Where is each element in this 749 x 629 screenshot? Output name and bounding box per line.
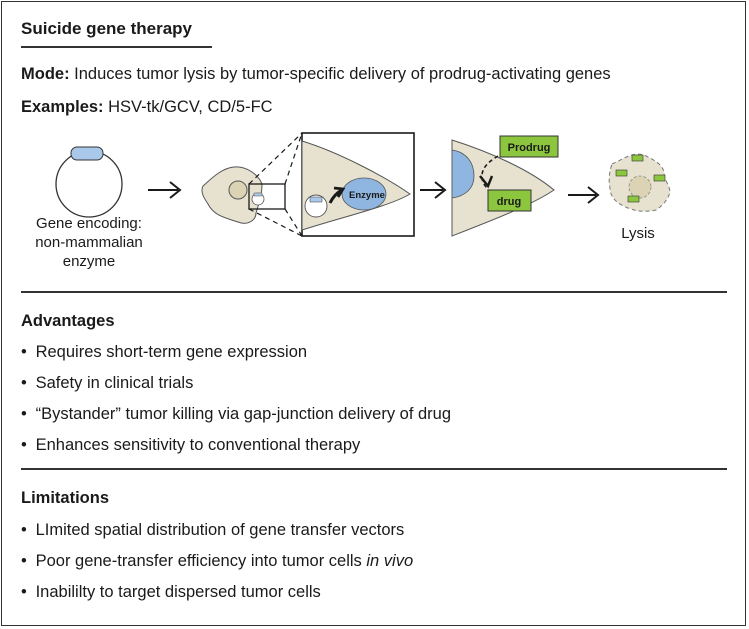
examples-label: Examples: — [21, 98, 104, 116]
list-item: • Requires short-term gene expression — [21, 343, 308, 361]
advantage-text: Safety in clinical trials — [35, 374, 194, 392]
prodrug-label: Prodrug — [508, 142, 551, 154]
title-underline — [21, 46, 212, 48]
mode-label: Mode: — [21, 65, 70, 83]
zoom-line — [284, 132, 303, 185]
section-divider — [21, 468, 727, 470]
lysis-label: Lysis — [621, 225, 655, 242]
zoom-line — [248, 208, 303, 237]
zoom-line — [248, 132, 303, 185]
mode-line: Mode: Induces tumor lysis by tumor-speci… — [21, 64, 611, 84]
lysed-cell-icon — [608, 153, 671, 212]
advantage-text: Enhances sensitivity to conventional the… — [35, 436, 361, 454]
list-item: • “Bystander” tumor killing via gap-junc… — [21, 405, 452, 423]
advantages-heading: Advantages — [21, 312, 115, 330]
arrow-icon — [148, 181, 182, 199]
gene-caption-line: enzyme — [62, 253, 116, 270]
limitations-heading: Limitations — [21, 489, 110, 507]
examples-text: HSV-tk/GCV, CD/5-FC — [108, 98, 273, 116]
list-item: • Safety in clinical trials — [21, 374, 194, 392]
limitation-text: Inabililty to target dispersed tumor cel… — [35, 583, 321, 601]
zoom-box-small — [248, 183, 286, 210]
zoomed-cell-panel — [301, 132, 415, 237]
limitation-text: LImited spatial distribution of gene tra… — [35, 521, 405, 539]
list-item: • LImited spatial distribution of gene t… — [21, 521, 405, 539]
advantage-text: “Bystander” tumor killing via gap-juncti… — [35, 405, 452, 423]
gene-caption: Gene encoding: non-mammalian enzyme — [22, 214, 156, 271]
arrow-icon — [420, 181, 447, 199]
mode-text: Induces tumor lysis by tumor-specific de… — [74, 65, 611, 83]
list-item: • Inabililty to target dispersed tumor c… — [21, 583, 321, 601]
list-item: • Enhances sensitivity to conventional t… — [21, 436, 361, 454]
drug-label: drug — [497, 196, 521, 208]
examples-line: Examples: HSV-tk/GCV, CD/5-FC — [21, 97, 273, 117]
limitation-italic: in vivo — [366, 552, 414, 570]
plasmid-icon — [55, 146, 123, 218]
section-divider — [21, 291, 727, 293]
arrow-icon — [568, 186, 600, 204]
enzyme-label: Enzyme — [349, 190, 385, 201]
tumor-cell-icon — [201, 166, 265, 224]
zoom-line — [284, 208, 303, 237]
list-item: • Poor gene-transfer efficiency into tum… — [21, 552, 414, 570]
page-title: Suicide gene therapy — [21, 19, 192, 38]
gene-caption-line: non-mammalian — [35, 234, 143, 251]
advantage-text: Requires short-term gene expression — [35, 343, 308, 361]
gene-caption-line: Gene encoding: — [36, 215, 142, 232]
prodrug-activation-cell — [451, 135, 559, 237]
limitation-text: Poor gene-transfer efficiency into tumor… — [35, 552, 367, 570]
